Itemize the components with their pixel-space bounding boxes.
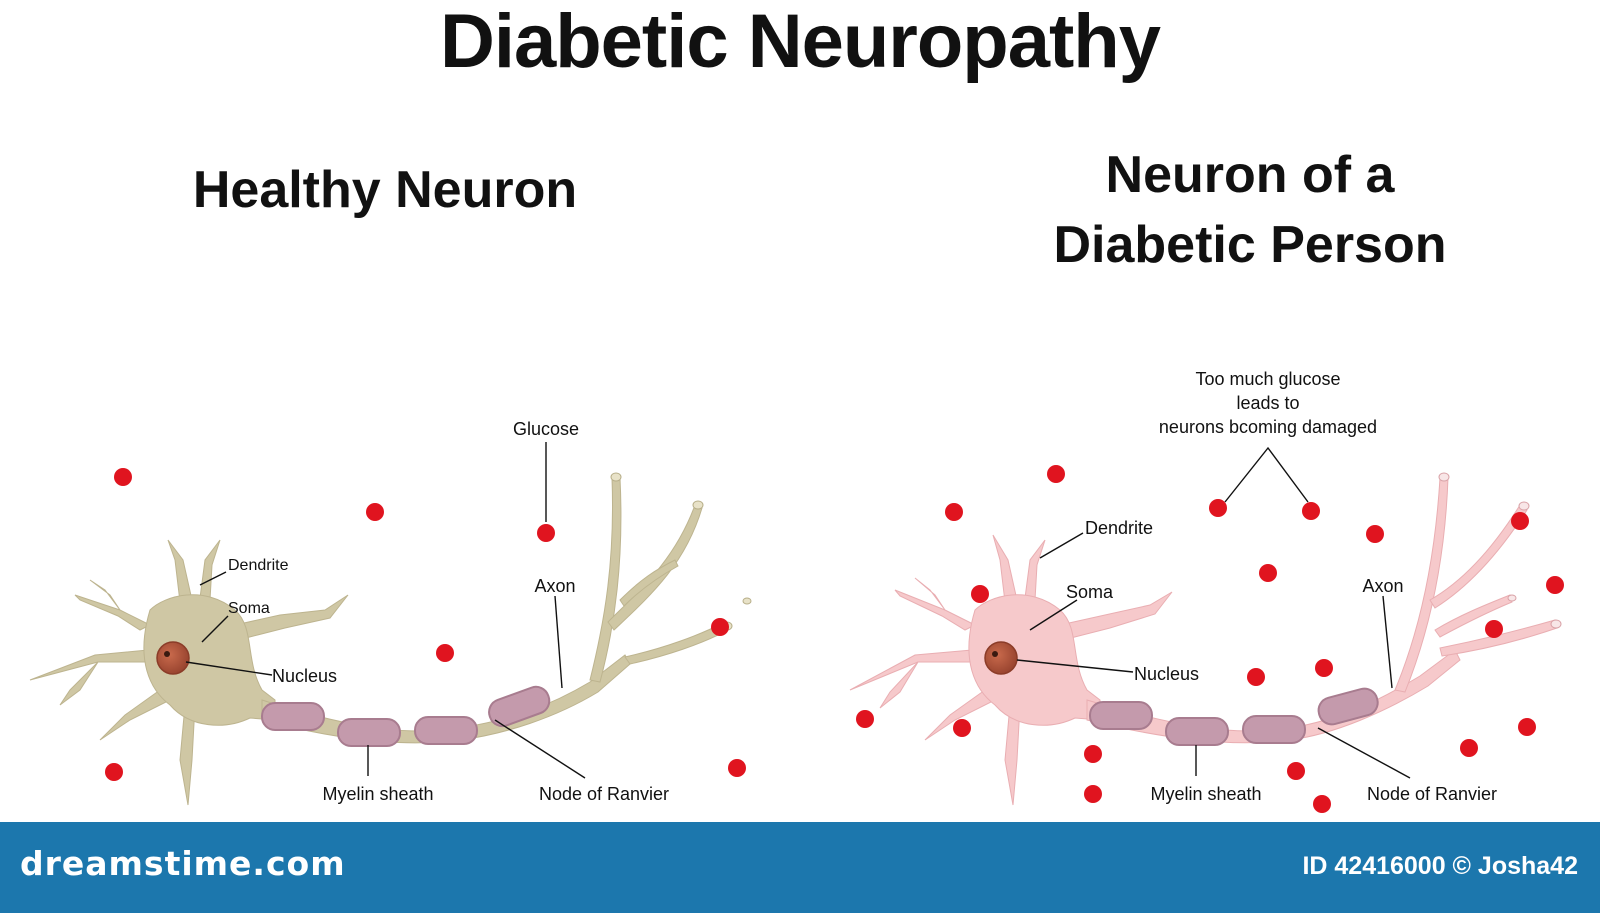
diabetic-neuron xyxy=(849,472,1562,806)
glucose-dot xyxy=(114,468,132,486)
glucose-dot xyxy=(1209,499,1227,517)
glucose-dot xyxy=(1546,576,1564,594)
healthy-neuron xyxy=(29,472,752,806)
label-nucleus: Nucleus xyxy=(272,666,337,686)
neuron-diagram: Glucose Dendrite Soma Nucleus Axon Myeli… xyxy=(29,369,1564,813)
glucose-dot xyxy=(1287,762,1305,780)
glucose-dot xyxy=(971,585,989,603)
dendrite-branch xyxy=(879,661,919,709)
glucose-dot xyxy=(728,759,746,777)
myelin-segment xyxy=(261,702,325,731)
myelin-segment xyxy=(1089,701,1153,730)
glucose-dot xyxy=(1084,785,1102,803)
annotation-line1: Too much glucose xyxy=(1195,369,1340,389)
glucose-dot xyxy=(1315,659,1333,677)
dendrite-branch xyxy=(29,649,151,681)
glucose-dot xyxy=(1518,718,1536,736)
diabetic-title-line1: Neuron of a xyxy=(1105,146,1395,204)
label-dendrite: Dendrite xyxy=(1085,518,1153,538)
annotation-line2: leads to xyxy=(1236,393,1299,413)
label-glucose: Glucose xyxy=(513,419,579,439)
glucose-dots-healthy xyxy=(105,468,746,781)
healthy-panel-title: Healthy Neuron xyxy=(192,161,578,219)
glucose-dot xyxy=(1247,668,1265,686)
myelin-segment xyxy=(1165,717,1229,746)
glucose-dot xyxy=(1084,745,1102,763)
label-axon: Axon xyxy=(1362,576,1403,596)
dendrite-branch xyxy=(1024,539,1046,601)
label-myelin-sheath: Myelin sheath xyxy=(1150,784,1261,804)
brand-logo[interactable]: dreamstime.com xyxy=(20,844,346,883)
label-node-of-ranvier: Node of Ranvier xyxy=(1367,784,1497,804)
glucose-dot xyxy=(1511,512,1529,530)
page-title: Diabetic Neuropathy xyxy=(439,0,1161,84)
label-nucleus: Nucleus xyxy=(1134,664,1199,684)
glucose-dot xyxy=(436,644,454,662)
glucose-dot xyxy=(711,618,729,636)
glucose-dot xyxy=(1366,525,1384,543)
nucleus-shape xyxy=(984,641,1018,675)
diabetic-panel-title: Neuron of a Diabetic Person xyxy=(1000,140,1500,280)
dendrite-branch xyxy=(992,534,1018,603)
image-credit: ID 42416000 © Josha42 xyxy=(1302,852,1578,880)
glucose-dot xyxy=(856,710,874,728)
label-soma: Soma xyxy=(228,600,270,617)
glucose-dot xyxy=(953,719,971,737)
glucose-dot xyxy=(105,763,123,781)
dendrite-branch xyxy=(89,579,121,611)
label-dendrite: Dendrite xyxy=(228,557,289,574)
glucose-dot xyxy=(1485,620,1503,638)
diabetic-title-line2: Diabetic Person xyxy=(1053,216,1447,274)
axon-terminal xyxy=(619,559,679,607)
dendrite-branch xyxy=(914,577,946,611)
glucose-dot xyxy=(1302,502,1320,520)
myelin-segment xyxy=(1242,715,1306,744)
axon-terminal xyxy=(607,504,703,631)
glucose-dot xyxy=(1460,739,1478,757)
myelin-segment xyxy=(414,716,478,745)
nucleus-shape xyxy=(156,641,190,675)
glucose-dot xyxy=(1313,795,1331,813)
myelin-segment xyxy=(488,685,551,728)
axon-terminal xyxy=(589,477,622,683)
label-axon: Axon xyxy=(534,576,575,596)
glucose-dot xyxy=(945,503,963,521)
dendrite-branch xyxy=(167,539,193,603)
dendrite-branch xyxy=(199,539,221,601)
myelin-segment xyxy=(337,718,401,747)
label-soma: Soma xyxy=(1066,582,1114,602)
glucose-dot xyxy=(537,524,555,542)
glucose-dot xyxy=(1047,465,1065,483)
dendrite-branch xyxy=(59,661,99,706)
annotation-line3: neurons bcoming damaged xyxy=(1159,417,1377,437)
leader-lines xyxy=(185,442,1411,779)
axon-terminal xyxy=(1429,504,1528,609)
label-node-of-ranvier: Node of Ranvier xyxy=(539,784,669,804)
myelin-segment xyxy=(1317,687,1379,726)
dendrite-branch xyxy=(99,689,171,741)
label-myelin-sheath: Myelin sheath xyxy=(322,784,433,804)
glucose-dot xyxy=(366,503,384,521)
footer-bar: dreamstime.com ID 42416000 © Josha42 xyxy=(0,822,1600,913)
glucose-dot xyxy=(1259,564,1277,582)
glucose-dots-diabetic xyxy=(856,465,1564,813)
